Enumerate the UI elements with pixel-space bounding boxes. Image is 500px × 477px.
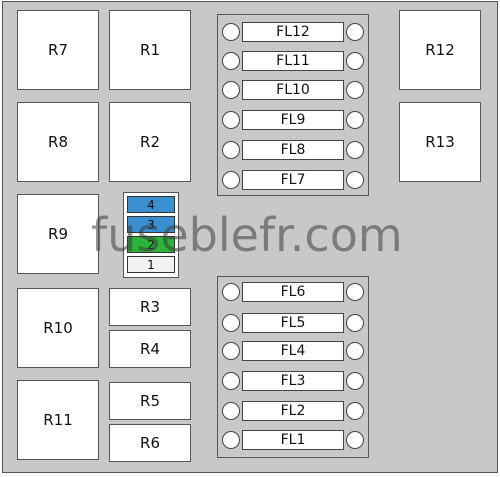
relay-label: R8 (48, 133, 68, 151)
mini-fuse-label: 3 (147, 217, 155, 232)
relay-r4: R4 (109, 330, 191, 368)
fuse-fl11: FL11 (222, 51, 364, 73)
fuse-terminal-left (222, 342, 240, 360)
fuse-terminal-right (346, 314, 364, 332)
fuse-terminal-right (346, 171, 364, 189)
mini-fuse-block: 4 3 2 1 (123, 192, 179, 278)
fuse-fl7: FL7 (222, 170, 364, 192)
fuse-label: FL9 (242, 110, 344, 130)
relay-r11: R11 (17, 380, 99, 460)
fuse-label: FL10 (242, 80, 344, 100)
relay-r8: R8 (17, 102, 99, 182)
fuse-terminal-right (346, 23, 364, 41)
relay-label: R5 (140, 392, 160, 410)
mini-fuse-label: 1 (147, 257, 155, 272)
relay-r9: R9 (17, 194, 99, 274)
relay-label: R13 (425, 133, 455, 151)
fuse-label: FL2 (242, 401, 344, 421)
relay-label: R6 (140, 434, 160, 452)
fuse-terminal-left (222, 23, 240, 41)
relay-label: R2 (140, 133, 160, 151)
fuse-fl3: FL3 (222, 371, 364, 393)
relay-label: R9 (48, 225, 68, 243)
relay-r12: R12 (399, 10, 481, 90)
relay-r3: R3 (109, 288, 191, 326)
fuse-terminal-left (222, 111, 240, 129)
fuse-terminal-right (346, 283, 364, 301)
fuse-fl2: FL2 (222, 401, 364, 423)
fuse-terminal-left (222, 141, 240, 159)
fuse-fl5: FL5 (222, 313, 364, 335)
mini-fuse-label: 2 (147, 237, 155, 252)
fuse-terminal-right (346, 431, 364, 449)
lower-fuse-block: FL6 FL5 FL4 FL3 FL2 FL1 (217, 276, 369, 458)
fuse-fl1: FL1 (222, 430, 364, 452)
relay-r1: R1 (109, 10, 191, 90)
fuse-terminal-right (346, 141, 364, 159)
fuse-fl4: FL4 (222, 341, 364, 363)
fuse-label: FL7 (242, 170, 344, 190)
relay-label: R4 (140, 340, 160, 358)
fuse-terminal-left (222, 314, 240, 332)
mini-fuse-3: 3 (127, 216, 175, 233)
fuse-fl9: FL9 (222, 110, 364, 132)
fuse-terminal-right (346, 402, 364, 420)
fuse-terminal-left (222, 283, 240, 301)
fuse-terminal-left (222, 402, 240, 420)
fuse-terminal-left (222, 52, 240, 70)
mini-fuse-4: 4 (127, 196, 175, 213)
fuse-terminal-left (222, 171, 240, 189)
fuse-label: FL8 (242, 140, 344, 160)
fuse-terminal-right (346, 372, 364, 390)
relay-r5: R5 (109, 382, 191, 420)
fuse-label: FL3 (242, 371, 344, 391)
fuse-fl6: FL6 (222, 282, 364, 304)
relay-r2: R2 (109, 102, 191, 182)
fuse-label: FL12 (242, 22, 344, 42)
relay-label: R12 (425, 41, 455, 59)
fuse-label: FL5 (242, 313, 344, 333)
fuse-label: FL4 (242, 341, 344, 361)
fuse-terminal-left (222, 81, 240, 99)
mini-fuse-2: 2 (127, 236, 175, 253)
fuse-terminal-right (346, 52, 364, 70)
relay-r10: R10 (17, 288, 99, 368)
mini-fuse-label: 4 (147, 197, 155, 212)
fuse-fl10: FL10 (222, 80, 364, 102)
fuse-terminal-right (346, 111, 364, 129)
fuse-fl8: FL8 (222, 140, 364, 162)
fuse-label: FL1 (242, 430, 344, 450)
relay-r7: R7 (17, 10, 99, 90)
relay-label: R3 (140, 298, 160, 316)
upper-fuse-block: FL12 FL11 FL10 FL9 FL8 FL7 (217, 14, 369, 196)
relay-label: R7 (48, 41, 68, 59)
fuse-terminal-left (222, 431, 240, 449)
fuse-terminal-right (346, 342, 364, 360)
relay-label: R10 (43, 319, 73, 337)
fuse-terminal-left (222, 372, 240, 390)
fuse-label: FL11 (242, 51, 344, 71)
fuse-label: FL6 (242, 282, 344, 302)
relay-label: R1 (140, 41, 160, 59)
relay-label: R11 (43, 411, 73, 429)
mini-fuse-1: 1 (127, 256, 175, 273)
relay-r6: R6 (109, 424, 191, 462)
relay-r13: R13 (399, 102, 481, 182)
fuse-fl12: FL12 (222, 22, 364, 44)
fuse-terminal-right (346, 81, 364, 99)
